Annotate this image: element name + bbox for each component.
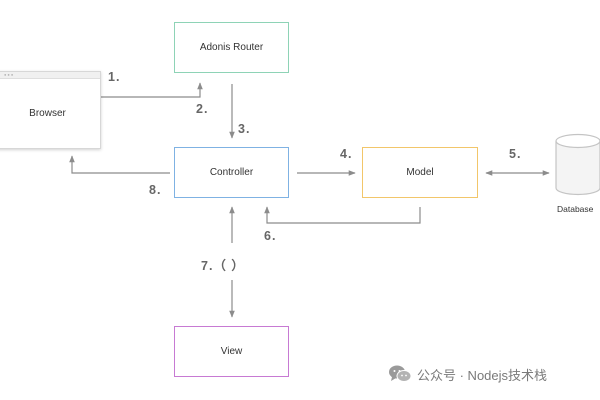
view-box: View <box>174 326 289 377</box>
controller-box: Controller <box>174 147 289 198</box>
step-3-label: 3. <box>238 122 251 136</box>
step-4-label: 4. <box>340 147 353 161</box>
database-cylinder-icon <box>555 133 600 196</box>
router-label: Adonis Router <box>199 42 264 53</box>
controller-label: Controller <box>209 167 254 178</box>
step-6-label: 6. <box>264 229 277 243</box>
watermark: 公众号 · Nodejs技术栈 <box>388 364 547 384</box>
model-label: Model <box>406 167 434 178</box>
arrow-controller-to-browser <box>69 155 170 174</box>
step-5-label: 5. <box>509 147 522 161</box>
wechat-icon <box>389 365 412 382</box>
browser-window: ●●● Browser <box>0 71 101 149</box>
browser-label: Browser <box>29 107 66 119</box>
browser-title-bar: ●●● <box>0 72 100 79</box>
step-8-label: 8. <box>149 183 162 197</box>
step-2-label: 2. <box>196 102 209 116</box>
router-box: Adonis Router <box>174 22 289 73</box>
step-1-label: 1. <box>108 70 121 84</box>
database-label: Database <box>557 204 594 214</box>
step-7-label: 7.（ ） <box>201 259 245 273</box>
window-controls-icon: ●●● <box>4 72 15 77</box>
arrow-browser-to-router <box>101 82 203 98</box>
arrow-model-to-controller <box>264 206 421 224</box>
view-label: View <box>220 346 243 357</box>
model-box: Model <box>362 147 478 198</box>
watermark-text: 公众号 · Nodejs技术栈 <box>417 367 548 383</box>
